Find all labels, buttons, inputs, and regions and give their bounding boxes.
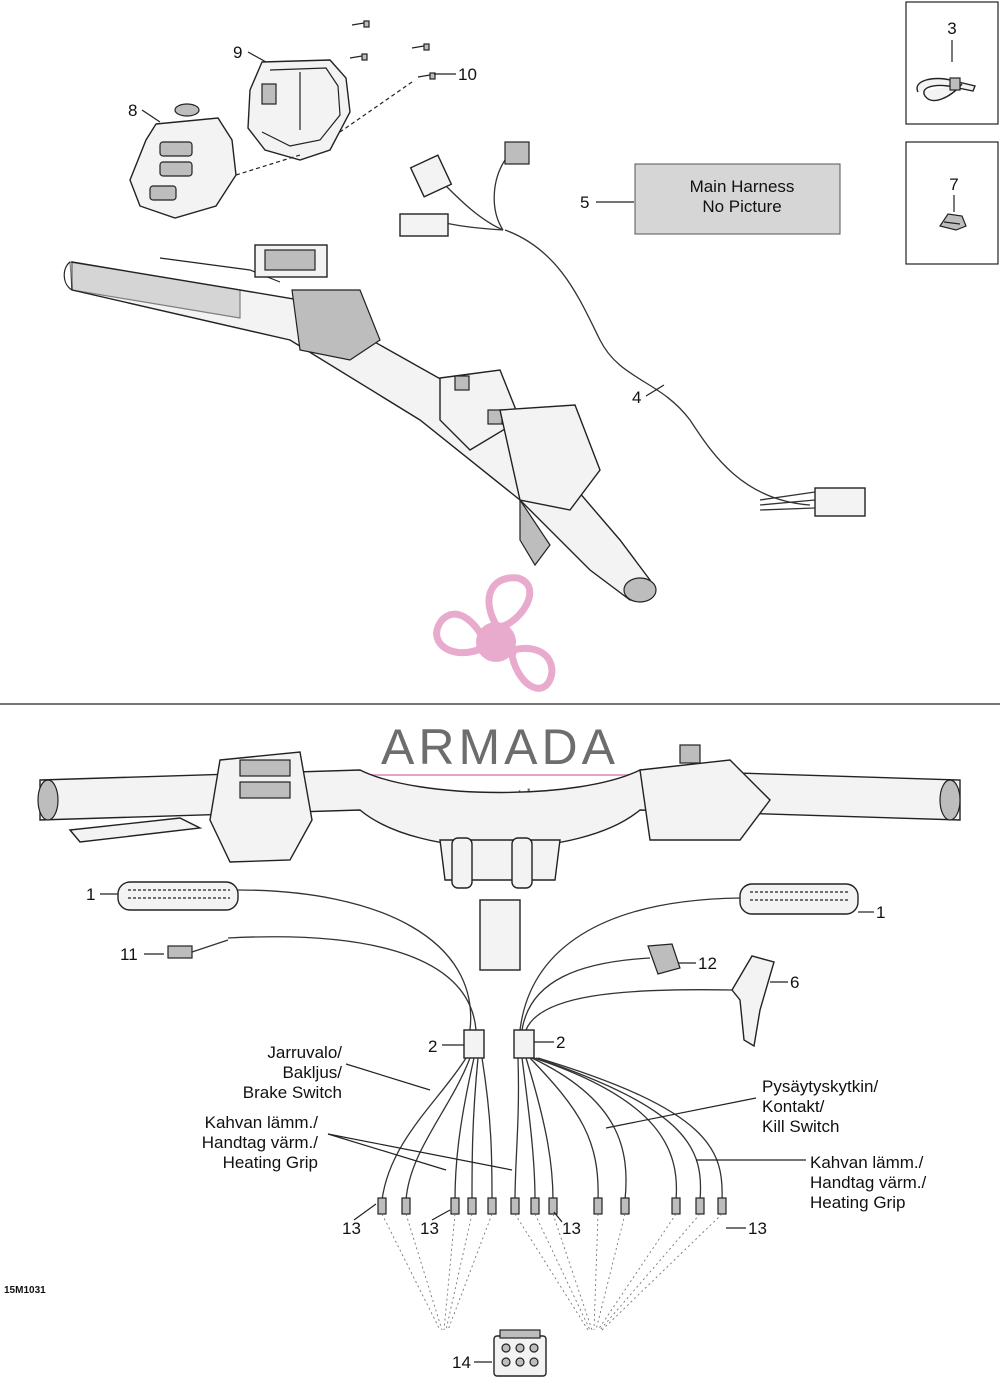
svg-text:Jarruvalo/: Jarruvalo/ — [267, 1043, 342, 1062]
label-heating-grip-left: Kahvan lämm./ Handtag värm./ Heating Gri… — [202, 1113, 319, 1172]
label-heating-grip-right: Kahvan lämm./ Handtag värm./ Heating Gri… — [810, 1153, 926, 1212]
bracket-6-icon — [731, 955, 775, 1048]
handlebar-assembly-icon — [63, 244, 657, 603]
svg-text:Pysäytyskytkin/: Pysäytyskytkin/ — [762, 1077, 878, 1096]
sensor-icon — [167, 939, 229, 959]
main-harness-subtitle: No Picture — [702, 197, 781, 216]
callout-6: 6 — [790, 973, 799, 992]
callout-13-a: 13 — [342, 1219, 361, 1238]
callout-2-left: 2 — [428, 1037, 437, 1056]
callout-8: 8 — [128, 101, 137, 120]
callout-2-right: 2 — [556, 1033, 565, 1052]
part-3-frame — [905, 1, 999, 125]
harness-wire-icon — [399, 141, 866, 517]
diagram-code: 15M1031 — [4, 1285, 46, 1296]
svg-text:Kahvan lämm./: Kahvan lämm./ — [205, 1113, 319, 1132]
svg-text:Heating Grip: Heating Grip — [223, 1153, 318, 1172]
switch-housing-icon — [247, 59, 351, 161]
connector-12-icon — [647, 943, 681, 975]
svg-text:Handtag värm./: Handtag värm./ — [810, 1173, 926, 1192]
callout-13-c: 13 — [562, 1219, 581, 1238]
svg-text:Brake Switch: Brake Switch — [243, 1083, 342, 1102]
callout-9: 9 — [233, 43, 242, 62]
callout-1-left: 1 — [86, 885, 95, 904]
handlebar-switch-icon — [129, 103, 301, 219]
screws-icon — [349, 20, 436, 80]
callout-13-b: 13 — [420, 1219, 439, 1238]
svg-text:Bakljus/: Bakljus/ — [282, 1063, 342, 1082]
connector-14-icon — [493, 1329, 547, 1377]
main-harness-box — [634, 163, 841, 235]
svg-text:Kahvan lämm./: Kahvan lämm./ — [810, 1153, 924, 1172]
svg-text:Kontakt/: Kontakt/ — [762, 1097, 825, 1116]
callout-11: 11 — [120, 945, 138, 964]
label-kill-switch: Pysäytyskytkin/ Kontakt/ Kill Switch — [762, 1077, 878, 1136]
svg-text:Heating Grip: Heating Grip — [810, 1193, 905, 1212]
callout-12: 12 — [698, 954, 717, 973]
handlebar-bottom-icon — [37, 744, 961, 971]
callout-14: 14 — [452, 1353, 471, 1372]
callout-3: 3 — [947, 19, 956, 38]
heating-grip-right-icon — [739, 883, 859, 915]
clip-icon — [939, 213, 967, 231]
heating-grip-left-icon — [117, 881, 239, 911]
main-harness-title: Main Harness — [690, 177, 795, 196]
callout-5: 5 — [580, 193, 589, 212]
svg-text:Handtag värm./: Handtag värm./ — [202, 1133, 318, 1152]
armada-logo — [433, 574, 556, 692]
cable-tie-icon — [916, 77, 976, 102]
watermark-brand: ARMADA — [381, 719, 619, 775]
callout-10: 10 — [458, 65, 477, 84]
svg-text:Kill Switch: Kill Switch — [762, 1117, 839, 1136]
callout-13-d: 13 — [748, 1219, 767, 1238]
connector-guides — [381, 1213, 723, 1331]
callout-4: 4 — [632, 388, 641, 407]
label-brake-switch: Jarruvalo/ Bakljus/ Brake Switch — [243, 1043, 342, 1102]
part-7-frame — [905, 141, 999, 265]
callout-1-right: 1 — [876, 903, 885, 922]
callout-7: 7 — [949, 175, 958, 194]
